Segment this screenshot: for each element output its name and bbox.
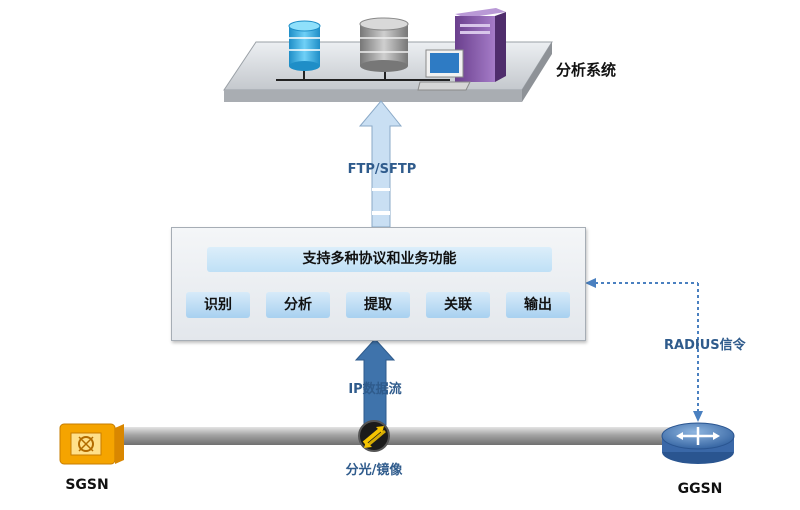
sgsn-device-icon	[59, 423, 124, 465]
radius-arrowhead-down	[693, 411, 703, 422]
function-output: 输出	[506, 292, 570, 318]
splitter-icon	[358, 420, 390, 452]
radius-signal-label: RADIUS信令	[664, 338, 746, 353]
probe-box	[171, 227, 586, 341]
ip-flow-label: IP数据流	[348, 382, 402, 397]
sgsn-label: SGSN	[65, 477, 109, 493]
function-correlate: 关联	[426, 292, 490, 318]
radius-signal-line	[595, 282, 699, 414]
storage-icon	[359, 17, 409, 72]
function-identify: 识别	[186, 292, 250, 318]
splitter-label: 分光/镜像	[345, 463, 403, 478]
function-analyze: 分析	[266, 292, 330, 318]
ggsn-router-icon	[661, 422, 735, 464]
radius-arrowhead-left	[585, 278, 596, 288]
database-icon	[288, 20, 321, 71]
ggsn-label: GGSN	[677, 481, 723, 497]
ftp-sftp-label: FTP/SFTP	[347, 162, 417, 177]
workstation-icon	[417, 49, 471, 91]
probe-box-title: 支持多种协议和业务功能	[207, 247, 552, 272]
analysis-system-label: 分析系统	[556, 61, 617, 79]
function-extract: 提取	[346, 292, 410, 318]
network-link-pipe	[106, 427, 686, 445]
